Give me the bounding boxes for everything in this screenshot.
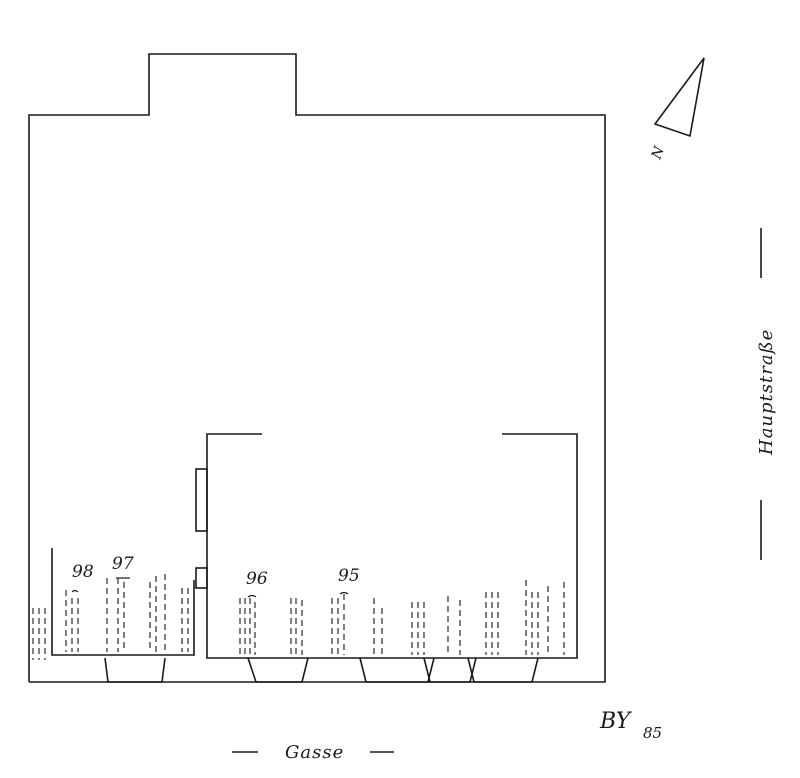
- door-jamb-lower: [195, 567, 208, 589]
- door-jamb-upper: [195, 468, 208, 532]
- find-95: 95: [338, 566, 360, 595]
- foundation-band: [104, 657, 166, 683]
- find-label-97: 97: [112, 554, 134, 574]
- foundation-band: [247, 657, 309, 683]
- signature-initials: BY: [599, 709, 633, 734]
- lane-label: Gasse: [285, 742, 344, 763]
- lane-marker: Gasse: [232, 742, 394, 763]
- find-98: 98: [71, 562, 94, 593]
- inner-room-left: [51, 548, 195, 656]
- inner-room-right: [206, 433, 578, 659]
- post-holes-left: [32, 574, 189, 660]
- post-holes-right: [239, 580, 565, 655]
- find-label-95: 95: [338, 566, 360, 586]
- main-street-label: Hauptstraße: [756, 329, 777, 456]
- building-outline: [28, 53, 606, 683]
- signature: BY 85: [599, 709, 662, 742]
- foundation-band: [359, 657, 435, 683]
- find-96: 96: [246, 569, 268, 598]
- find-97: 97: [112, 554, 134, 579]
- signature-number: 85: [643, 724, 662, 742]
- north-arrow: N: [648, 57, 705, 163]
- north-arrow-icon: [653, 57, 705, 138]
- foundation-band: [467, 657, 539, 683]
- find-label-98: 98: [72, 562, 94, 582]
- foundation-band: [423, 657, 477, 683]
- main-street-marker: Hauptstraße: [756, 228, 777, 560]
- north-letter: N: [648, 144, 668, 163]
- find-label-96: 96: [246, 569, 268, 589]
